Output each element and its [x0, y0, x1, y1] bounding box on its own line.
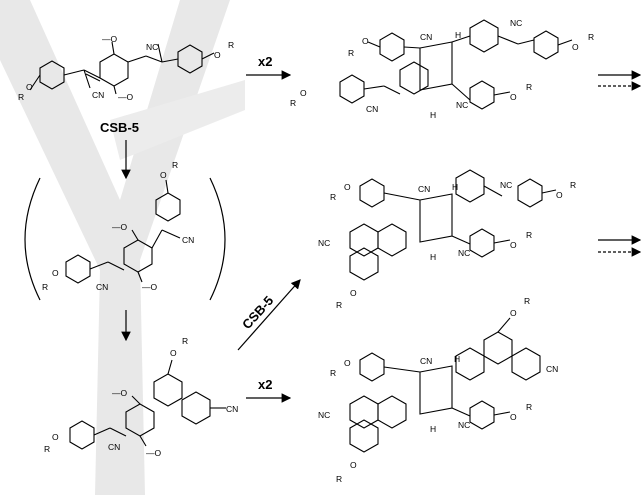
molecule-cross-dimer: [349, 169, 557, 281]
pdimer-r-bottom: R: [336, 474, 342, 484]
cross-cn-1: CN: [418, 184, 430, 194]
cross-o-3: O: [510, 240, 517, 250]
compound-label-csb5: CSB-5: [100, 120, 139, 135]
csb5-methoxy-top: —O: [102, 34, 118, 44]
pdimer-o-top: O: [510, 308, 517, 318]
cross-nc-1: NC: [500, 180, 512, 190]
pdimer-o-2: O: [510, 412, 517, 422]
dimer-top-r-3: R: [588, 32, 594, 42]
cross-h-1: H: [452, 182, 458, 192]
dimer-top-r-1: R: [348, 48, 354, 58]
bracket-right: [209, 177, 226, 301]
cross-r-4: R: [336, 300, 342, 310]
pdimer-h-2: H: [430, 424, 436, 434]
csb5-r-left: R: [18, 92, 24, 102]
molecule-phenanthrene: [69, 359, 226, 450]
phen-cn-left: CN: [108, 442, 120, 452]
molecule-intermediate: [65, 179, 181, 284]
dimer-top-cn-1: CN: [420, 32, 432, 42]
molecule-dimer-top: [339, 19, 573, 110]
phen-methoxy-top: —O: [112, 388, 128, 398]
dimer-top-o-4: O: [510, 92, 517, 102]
cross-r-2: R: [570, 180, 576, 190]
dimer-top-cn-2: CN: [366, 104, 378, 114]
arrow-label-x2-top: x2: [258, 54, 272, 69]
dimer-top-h-2: H: [430, 110, 436, 120]
csb5-r-right: R: [228, 40, 234, 50]
pdimer-h-1: H: [454, 354, 460, 364]
pdimer-nc-2: NC: [458, 420, 470, 430]
cross-r-1: R: [330, 192, 336, 202]
cross-nc-3: NC: [458, 248, 470, 258]
cross-o-4: O: [350, 288, 357, 298]
intermediate-o-top: O: [160, 170, 167, 180]
phen-methoxy-bottom: —O: [146, 448, 162, 458]
dimer-top-nc-2: NC: [456, 100, 468, 110]
phen-o-top: O: [170, 348, 177, 358]
phen-o-left: O: [52, 432, 59, 442]
pdimer-cn-right: CN: [546, 364, 558, 374]
bracket-left: [24, 177, 41, 301]
watermark-logo: [0, 0, 245, 495]
molecule-phen-dimer: [349, 317, 541, 453]
pdimer-o-bottom: O: [350, 460, 357, 470]
csb5-nc-right: NC: [146, 42, 158, 52]
intermediate-r-top: R: [172, 160, 178, 170]
molecule-csb5: [29, 41, 215, 95]
intermediate-o-left: O: [52, 268, 59, 278]
intermediate-methoxy-bottom: —O: [142, 282, 158, 292]
cross-r-3: R: [526, 230, 532, 240]
intermediate-r-left: R: [42, 282, 48, 292]
cross-h-2: H: [430, 252, 436, 262]
dimer-top-r-2: R: [290, 98, 296, 108]
csb5-o-left: O: [26, 82, 33, 92]
intermediate-methoxy-top: —O: [112, 222, 128, 232]
phen-cn-right: CN: [226, 404, 238, 414]
phen-r-top: R: [182, 336, 188, 346]
pdimer-cn-1: CN: [420, 356, 432, 366]
pdimer-o-1: O: [344, 358, 351, 368]
cross-nc-2: NC: [318, 238, 330, 248]
dimer-top-o-1: O: [362, 36, 369, 46]
csb5-o-right: O: [214, 50, 221, 60]
pdimer-r-1: R: [330, 368, 336, 378]
intermediate-cn-right: CN: [182, 235, 194, 245]
dimer-top-r-4: R: [526, 82, 532, 92]
cross-o-2: O: [556, 190, 563, 200]
arrow-cross-diagonal: [237, 279, 301, 351]
dimer-top-o-3: O: [572, 42, 579, 52]
csb5-cn-left: CN: [92, 90, 104, 100]
pdimer-nc-left: NC: [318, 410, 330, 420]
arrow-label-x2-bottom: x2: [258, 377, 272, 392]
pdimer-r-top: R: [524, 296, 530, 306]
intermediate-cn-left: CN: [96, 282, 108, 292]
csb5-methoxy-bottom: —O: [118, 92, 134, 102]
pdimer-r-2: R: [526, 402, 532, 412]
cross-o-1: O: [344, 182, 351, 192]
phen-r-left: R: [44, 444, 50, 454]
dimer-top-nc-1: NC: [510, 18, 522, 28]
dimer-top-h-1: H: [455, 30, 461, 40]
dimer-top-o-2: O: [300, 88, 307, 98]
